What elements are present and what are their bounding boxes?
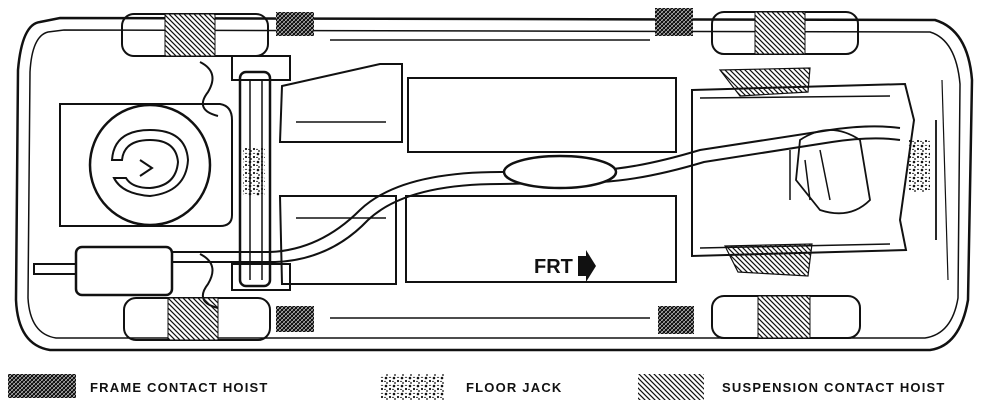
frame-pad-front-left [655,8,693,36]
floor-jack-rear-axle [243,148,265,196]
exhaust-pipe [172,125,901,253]
legend-swatch-suspension-contact-hoist [638,374,704,400]
legend-swatch-frame-contact-hoist [8,374,76,398]
frame-pad-rear-left [276,12,314,36]
muffler [74,245,174,297]
floor-panel-rear-lower [278,195,397,285]
spare-tire [88,103,212,227]
suspension-area-front-lower [724,243,813,277]
front-engine-mount [795,129,871,215]
legend-swatch-floor-jack [380,374,444,400]
suspension-pad-front-left [754,11,806,55]
suspension-pad-rear-left [164,13,216,57]
floor-panel-front-lower [405,195,677,283]
legend-label-frame-contact-hoist: FRAME CONTACT HOIST [90,380,269,395]
floor-panel-rear-upper [278,63,403,143]
front-subframe [691,82,916,258]
legend-label-floor-jack: FLOOR JACK [466,380,563,395]
rear-spring-left [199,61,219,117]
rear-axle-housing [238,70,272,288]
suspension-area-front-upper [718,67,811,97]
trunk-floor [59,103,233,227]
forward-arrow-icon [578,250,596,282]
frame-pad-front-right [658,306,694,334]
suspension-pad-front-right [757,295,811,339]
rear-spring-right [199,253,219,309]
frt-label: FRT [534,256,573,278]
floor-panel-front-upper [407,77,677,153]
body-inner-outline [27,29,961,339]
spare-tire-clamp [110,128,190,198]
frame-pad-rear-right [276,306,314,332]
body-outline [14,16,974,352]
floor-jack-front-crossmember [908,140,930,192]
catalytic-converter [502,154,618,190]
legend-label-suspension-contact-hoist: SUSPENSION CONTACT HOIST [722,380,946,395]
tailpipe [33,263,77,275]
